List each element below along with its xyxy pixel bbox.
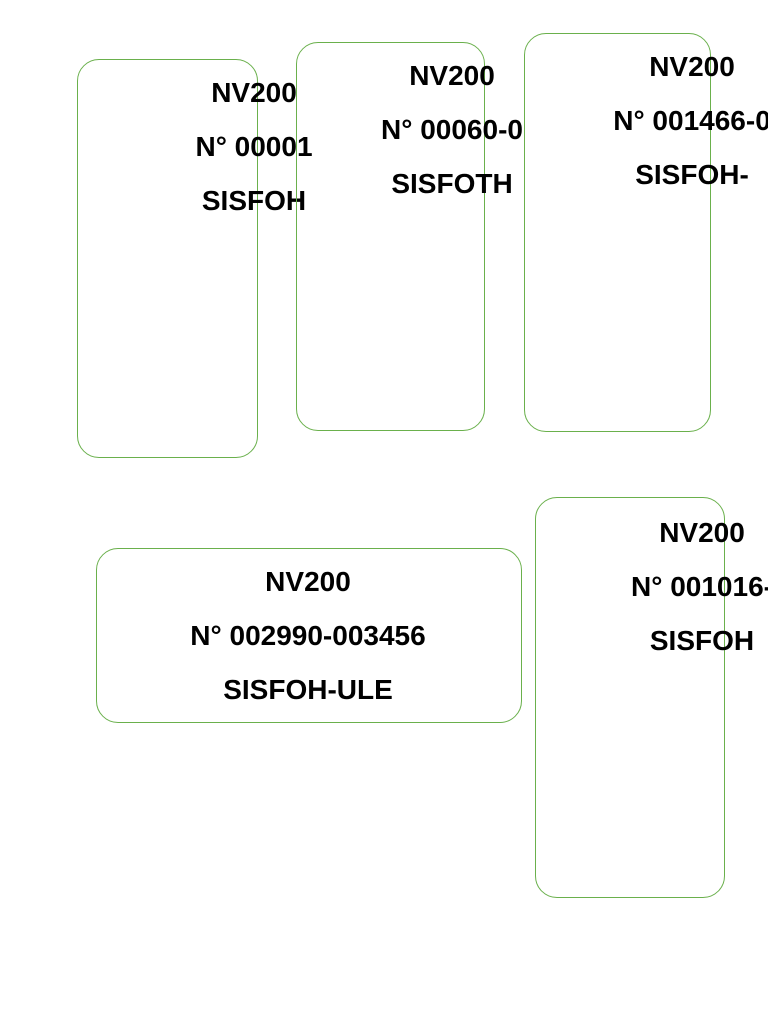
label-model: NV200	[659, 517, 745, 548]
label-number: N° 002990-003456	[190, 620, 426, 651]
label-code: SISFOH-ULE	[223, 674, 393, 705]
label-code: SISFOH	[649, 625, 755, 656]
label-text-5: NV200 N° 001016- SISFOH	[631, 506, 768, 668]
label-text-1: NV200 N° 00001 SISFOH	[195, 66, 312, 228]
label-number: N° 00001	[195, 131, 313, 162]
label-box-2	[296, 42, 485, 431]
label-code: SISFOH-	[635, 159, 749, 190]
label-box-1	[77, 59, 258, 458]
label-number: N° 00060-0	[381, 114, 523, 145]
label-code: SISFOH	[201, 185, 307, 216]
label-text-4: NV200 N° 002990-003456 SISFOH-ULE	[190, 555, 425, 717]
label-text-2: NV200 N° 00060-0 SISFOTH	[381, 49, 523, 211]
label-code: SISFOTH	[391, 168, 513, 199]
label-number: N° 001466-0	[613, 105, 768, 136]
label-model: NV200	[409, 60, 495, 91]
label-model: NV200	[211, 77, 297, 108]
label-box-3	[524, 33, 711, 432]
label-number: N° 001016-	[631, 571, 768, 602]
label-model: NV200	[649, 51, 735, 82]
label-box-4	[96, 548, 522, 723]
label-box-5	[535, 497, 725, 898]
label-text-3: NV200 N° 001466-0 SISFOH-	[613, 40, 768, 202]
label-model: NV200	[265, 566, 351, 597]
